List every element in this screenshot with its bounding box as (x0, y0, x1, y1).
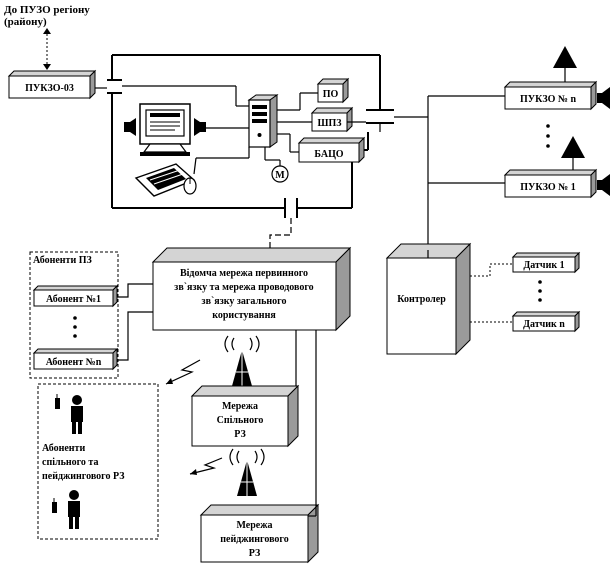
sensor-n-label: Датчик n (523, 319, 565, 330)
subscribers-group-frame (29, 251, 119, 379)
shpz-box: ШПЗ (310, 106, 354, 133)
pukzo-03-box: ПУКЗО-03 (7, 69, 97, 100)
top-target-label: До ПУЗО регіону (4, 4, 90, 16)
radio-waves (229, 448, 265, 466)
pukzo-03-label: ПУКЗО-03 (25, 83, 74, 94)
batso-label: БАЦО (314, 149, 343, 160)
ellipsis-dots (538, 280, 542, 302)
paging-label-line1: Мережа (237, 520, 273, 531)
controller-box: Контролер (385, 242, 472, 356)
pukzo-1-box: ПУКЗО № 1 (503, 168, 598, 199)
paging-network-box: Мережа пейджингового РЗ (199, 503, 320, 564)
person-icon (68, 490, 80, 529)
speaker-icon (597, 87, 610, 109)
paging-label-line3: РЗ (249, 548, 261, 559)
radio-subscribers-frame (37, 383, 159, 540)
radio-waves (224, 335, 260, 353)
departmental-network-box: Відомча мережа первинного зв`язку та мер… (151, 246, 352, 332)
speaker-icon (597, 174, 610, 196)
radio-subs-label-line3: пейджингового РЗ (42, 471, 124, 482)
subscriber-1-label: Абонент №1 (46, 294, 101, 305)
speaker-icon (124, 118, 136, 136)
phone-icon (52, 498, 57, 513)
sensor-n-box: Датчик n (511, 310, 581, 333)
computer-tower-icon (247, 94, 279, 148)
ellipsis-dots (546, 124, 550, 148)
network-label-line1: Відомча мережа первинного (180, 268, 308, 279)
mouse-icon (183, 177, 197, 195)
radio-tower-icon (237, 460, 257, 496)
controller-label: Контролер (397, 294, 446, 305)
network-label-line2: зв`язку та мережа проводового (174, 282, 313, 293)
batso-box: БАЦО (297, 136, 366, 164)
ellipsis-dots (73, 316, 77, 338)
computer-monitor-icon (139, 103, 191, 156)
paging-label-line2: пейджингового (220, 534, 288, 545)
pukzo-n-label: ПУКЗО № n (520, 94, 576, 105)
subscribers-group-label: Абоненти ПЗ (33, 255, 92, 266)
pukzo-n-box: ПУКЗО № n (503, 80, 598, 111)
person-icon (71, 395, 83, 434)
subscriber-n-label: Абонент №n (46, 357, 102, 368)
subscriber-1-box: Абонент №1 (32, 284, 119, 308)
phone-icon (55, 394, 60, 409)
top-uplink-arrow (43, 28, 51, 70)
motor-icon: М (271, 165, 289, 183)
sensor-1-label: Датчик 1 (523, 260, 564, 271)
pukzo-1-label: ПУКЗО № 1 (520, 182, 575, 193)
trunk-label-line3: РЗ (234, 429, 246, 440)
radio-subs-label-line1: Абоненти (42, 443, 85, 454)
shpz-label: ШПЗ (317, 118, 341, 129)
po-label: ПО (323, 89, 339, 100)
lightning-icon (165, 359, 201, 385)
speaker-icon (194, 118, 206, 136)
radio-tower-icon (232, 350, 252, 386)
sensor-1-box: Датчик 1 (511, 251, 581, 274)
network-label-line3: зв`язку загального (202, 296, 287, 307)
subscriber-n-box: Абонент №n (32, 347, 119, 371)
trunk-label-line1: Мережа (222, 401, 258, 412)
trunk-label-line2: Спільного (217, 415, 264, 426)
trunk-network-box: Мережа Спільного РЗ (190, 384, 300, 448)
po-box: ПО (316, 77, 350, 104)
horn-speaker-icon (561, 136, 585, 170)
lightning-icon (189, 457, 223, 475)
network-label-line4: користування (212, 310, 276, 321)
top-target-sublabel: (району) (4, 16, 47, 28)
radio-subs-label-line2: спільного та (42, 457, 98, 468)
horn-speaker-icon (553, 46, 577, 82)
motor-label: М (275, 170, 285, 181)
